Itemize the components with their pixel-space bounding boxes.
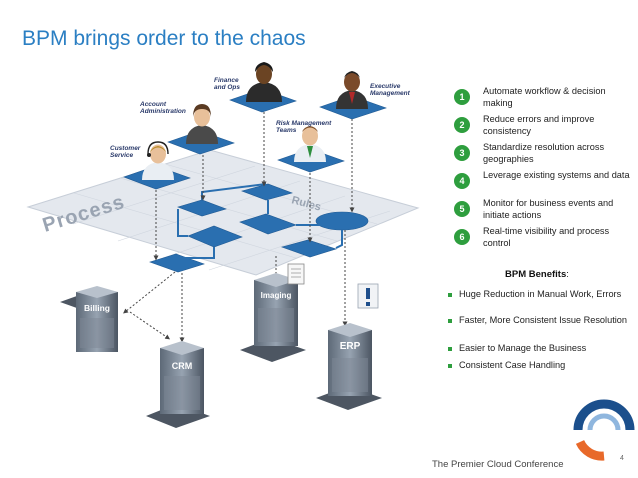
role-label-finance: Finance and Ops — [214, 77, 240, 92]
imaging-label: Imaging — [261, 291, 292, 300]
finance-person-icon — [246, 62, 282, 102]
process-decision — [187, 225, 243, 248]
role-label-account: Account Administration — [140, 101, 186, 116]
process-step-5 — [280, 239, 337, 258]
risk-person-icon — [294, 126, 326, 162]
benefit-text: Monitor for business events and initiate… — [483, 198, 614, 220]
bullet-icon — [448, 319, 452, 323]
bullet-icon — [448, 293, 452, 297]
crm-label: CRM — [172, 361, 193, 371]
billing-server: Billing — [60, 286, 118, 352]
benefit-number-badge: 5 — [454, 201, 470, 217]
bullet-text: Easier to Manage the Business — [459, 343, 587, 353]
bullet-text: Consistent Case Handling — [459, 360, 566, 370]
benefit-number-badge: 1 — [454, 89, 470, 105]
rules-circle — [315, 211, 369, 231]
erp-label: ERP — [340, 341, 361, 352]
page-number: 4 — [620, 455, 624, 462]
role-connectors — [153, 112, 355, 261]
erp-server: ERP — [316, 323, 382, 410]
footer-text: The Premier Cloud Conference — [432, 459, 564, 470]
bullet-text: Huge Reduction in Manual Work, Errors — [459, 289, 622, 299]
role-label-finance-text: Finance and Ops — [214, 77, 241, 92]
benefit-text: Standardize resolution across geographie… — [483, 142, 605, 164]
billing-label: Billing — [84, 303, 110, 313]
benefit-text: Reduce errors and improve consistency — [483, 114, 595, 136]
bullet-icon — [448, 364, 452, 368]
role-label-executive: Executive Management — [370, 83, 410, 98]
process-step-2 — [241, 183, 293, 201]
bullet-icon — [448, 347, 452, 351]
imaging-server: Imaging — [240, 273, 306, 362]
role-label-customer-text: Customer Service — [110, 145, 141, 160]
role-label-risk-text: Risk Management Teams — [276, 120, 332, 135]
slide-title: BPM brings order to the chaos — [22, 27, 306, 50]
benefit-text: Automate workflow & decision making — [483, 86, 606, 108]
benefit-number-badge: 4 — [454, 173, 470, 189]
system-connectors — [123, 230, 348, 343]
bullet-text: Faster, More Consistent Issue Resolution — [459, 315, 628, 325]
benefit-number-badge: 3 — [454, 145, 470, 161]
alert-icon — [357, 283, 379, 309]
account-person-icon — [186, 104, 218, 144]
conference-logo — [573, 399, 635, 461]
bpm-benefits-heading: BPM Benefits: — [505, 269, 569, 280]
executive-person-icon — [336, 71, 368, 109]
customer-service-person-icon — [142, 141, 174, 180]
benefit-text: Real-time visibility and process control — [483, 226, 610, 248]
document-icon — [287, 263, 305, 285]
role-label-customer: Customer Service — [110, 145, 140, 160]
benefit-text: Leverage existing systems and data — [483, 170, 630, 180]
bpm-benefits-heading-text: BPM Benefits — [505, 269, 567, 280]
benefit-number-badge: 6 — [454, 229, 470, 245]
bpm-benefits-heading-colon: : — [566, 269, 569, 280]
role-label-account-text: Account Administration — [140, 101, 186, 116]
benefit-number-badge: 2 — [454, 117, 470, 133]
process-step-1 — [177, 199, 227, 217]
process-step-4 — [149, 253, 205, 273]
process-shapes — [149, 183, 369, 273]
role-label-executive-text: Executive Management — [370, 83, 410, 98]
role-label-risk: Risk Management Teams — [276, 120, 331, 135]
crm-server: CRM — [146, 341, 210, 428]
